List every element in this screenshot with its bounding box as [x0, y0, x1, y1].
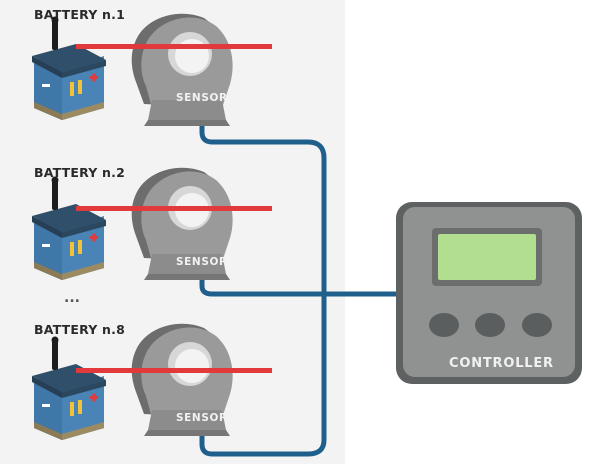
power-cable-8: [76, 368, 272, 373]
battery-2-label: BATTERY n.2: [34, 165, 125, 180]
battery-1-label: BATTERY n.1: [34, 7, 125, 22]
sensor-8-label: SENSOR: [176, 412, 228, 424]
power-cable-2: [76, 206, 272, 211]
battery-8-label: BATTERY n.8: [34, 322, 125, 337]
data-cables: [199, 115, 411, 457]
controller-button-left: [429, 313, 459, 337]
sensor-2-label: SENSOR: [176, 256, 228, 268]
power-cable-1: [76, 44, 272, 49]
controller-label: CONTROLLER: [449, 356, 554, 371]
sensor-1-label: SENSOR: [176, 92, 228, 104]
ellipsis-marker: ...: [64, 290, 80, 306]
controller: CONTROLLER: [396, 202, 582, 384]
controller-button-right: [522, 313, 552, 337]
controller-button-middle: [475, 313, 505, 337]
